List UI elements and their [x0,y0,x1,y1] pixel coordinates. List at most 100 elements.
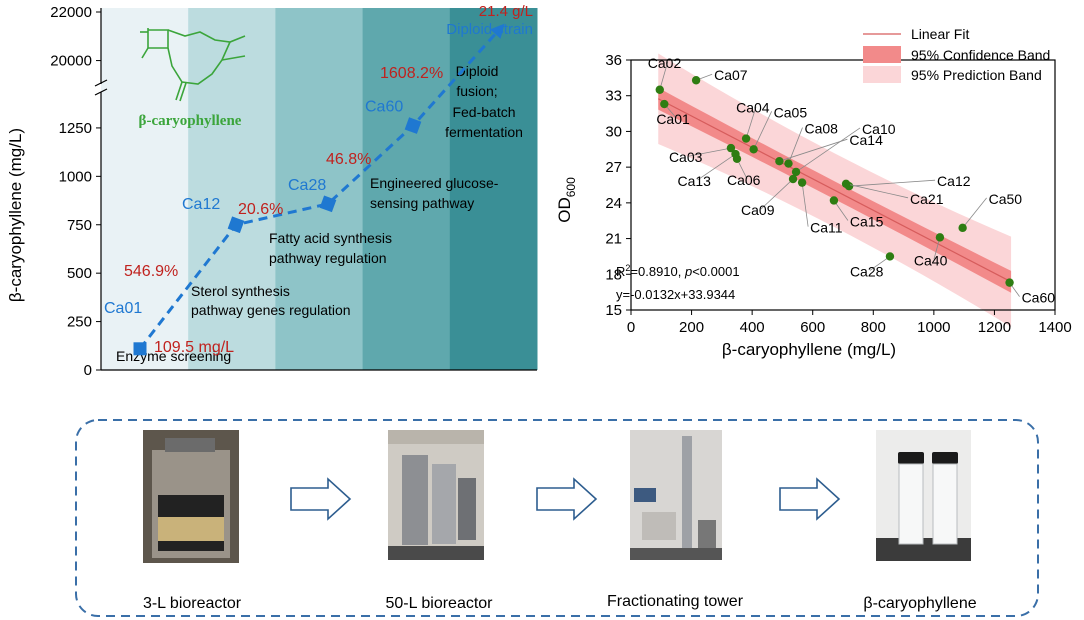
stage-label-glucose-line1: Engineered glucose- [370,175,499,191]
point-label: Ca40 [914,252,948,268]
leader-line [962,197,987,229]
increase-percent-label: 46.8% [326,151,371,168]
data-point [691,76,701,85]
y-tick-label: 250 [67,314,92,331]
end-value-label: 21.4 g/L [479,3,533,20]
data-point [660,99,669,109]
data-point [958,223,967,233]
strain-label: Ca28 [288,177,326,194]
stage-label-sterol-line1: Sterol synthesis [191,283,290,299]
point-label: Ca04 [736,100,770,116]
point-label: Ca03 [669,149,703,165]
legend-confidence-swatch [863,46,901,63]
x-tick-label: 600 [800,319,825,336]
data-point [133,342,147,356]
y-axis-label: β-caryophyllene (mg/L) [6,128,25,302]
y-tick-label: 30 [605,123,622,140]
axis-break-mark [94,88,108,96]
increase-percent-label: 20.6% [238,201,283,218]
leader-line [760,178,794,210]
point-label: Ca21 [910,191,944,207]
data-point [741,134,751,143]
step-label-50l-bioreactor: 50-L bioreactor [385,595,493,612]
axis-break-mark [94,79,108,87]
point-label: Ca05 [774,104,808,120]
data-point [1005,278,1014,287]
fit-r2-text: R2=0.8910, p<0.0001 [616,263,740,279]
y-tick-label: 24 [605,195,622,212]
y-tick-label: 1250 [59,120,92,137]
leader-line [745,106,757,139]
leader-line [688,147,732,157]
data-point [885,252,895,261]
point-label: Ca50 [989,191,1023,207]
point-label: Ca28 [850,263,884,279]
x-tick-label: 800 [861,319,886,336]
point-label: Ca12 [937,173,971,189]
x-tick-label: 1200 [978,319,1011,336]
stage-label-diploid-line2: fusion; [456,83,497,99]
x-tick-label: 1000 [917,319,950,336]
leader-line [697,153,736,181]
data-point [655,85,664,94]
stage-label-glucose-line2: sensing pathway [370,195,474,211]
legend-label: 95% Prediction Band [911,67,1042,83]
point-label: Ca07 [714,67,748,83]
data-point [935,233,945,242]
point-label: Ca08 [804,121,838,137]
point-label: Ca11 [810,220,843,236]
y-tick-label: 33 [605,88,622,105]
right-arrow-icon [779,477,841,521]
point-label: Ca02 [648,55,682,71]
point-label: Ca60 [1022,290,1056,306]
strain-label: Diploid strain [446,21,533,38]
leader-line [753,111,773,150]
y-axis-label: OD600 [555,177,578,223]
trend-line [138,33,497,350]
stage-label-fatty-line1: Fatty acid synthesis [269,230,392,246]
step-label-fractionating-tower: Fractionating tower [607,593,744,610]
stage-label-diploid-line3: Fed-batch [452,104,515,120]
y-tick-label: 18 [605,266,622,283]
strain-label: Ca01 [104,300,142,317]
step-label-3l-bioreactor: 3-L bioreactor [143,595,242,612]
leader-line [845,183,909,199]
leader-line [795,127,861,173]
y-tick-label: 15 [605,302,622,319]
data-point [404,117,422,134]
legend-label: 95% Confidence Band [911,47,1050,63]
plot-frame [630,59,1056,311]
bioreactor-3l-photo [143,430,239,563]
point-label: Ca14 [849,132,883,148]
y-tick-label: 750 [67,217,92,234]
point-label: Ca01 [656,111,690,127]
strain-label: Ca12 [182,196,220,213]
data-point [227,216,245,234]
trend-arrowhead [490,23,505,39]
x-axis-label: β-caryophyllene (mg/L) [722,340,896,359]
right-arrow-icon [290,477,352,521]
point-label: Ca09 [741,202,775,218]
data-point [791,167,801,177]
data-point [788,174,798,184]
linear-fit-line [657,98,1012,283]
stage-label-sterol-line2: pathway genes regulation [191,302,351,318]
data-point [726,143,736,153]
y-tick-label: 500 [67,265,92,282]
y-tick-label: 1000 [59,168,92,185]
leader-line [659,61,669,90]
product-vials-photo [876,430,971,561]
data-point [784,159,793,168]
scale-up-process: 3-L bioreactor 50-L bioreactor Fractiona… [75,419,1039,617]
data-point [775,156,784,166]
fit-equation-text: y=-0.0132x+33.9344 [616,287,735,302]
step-label-product: β-caryophyllene [863,595,976,612]
molecule-structure-icon [140,28,246,102]
stage-band [188,8,276,370]
y-tick-label: 22000 [50,4,92,21]
data-point [731,149,740,159]
data-point [319,195,337,213]
stage-label-diploid-line4: fermentation [445,124,523,140]
